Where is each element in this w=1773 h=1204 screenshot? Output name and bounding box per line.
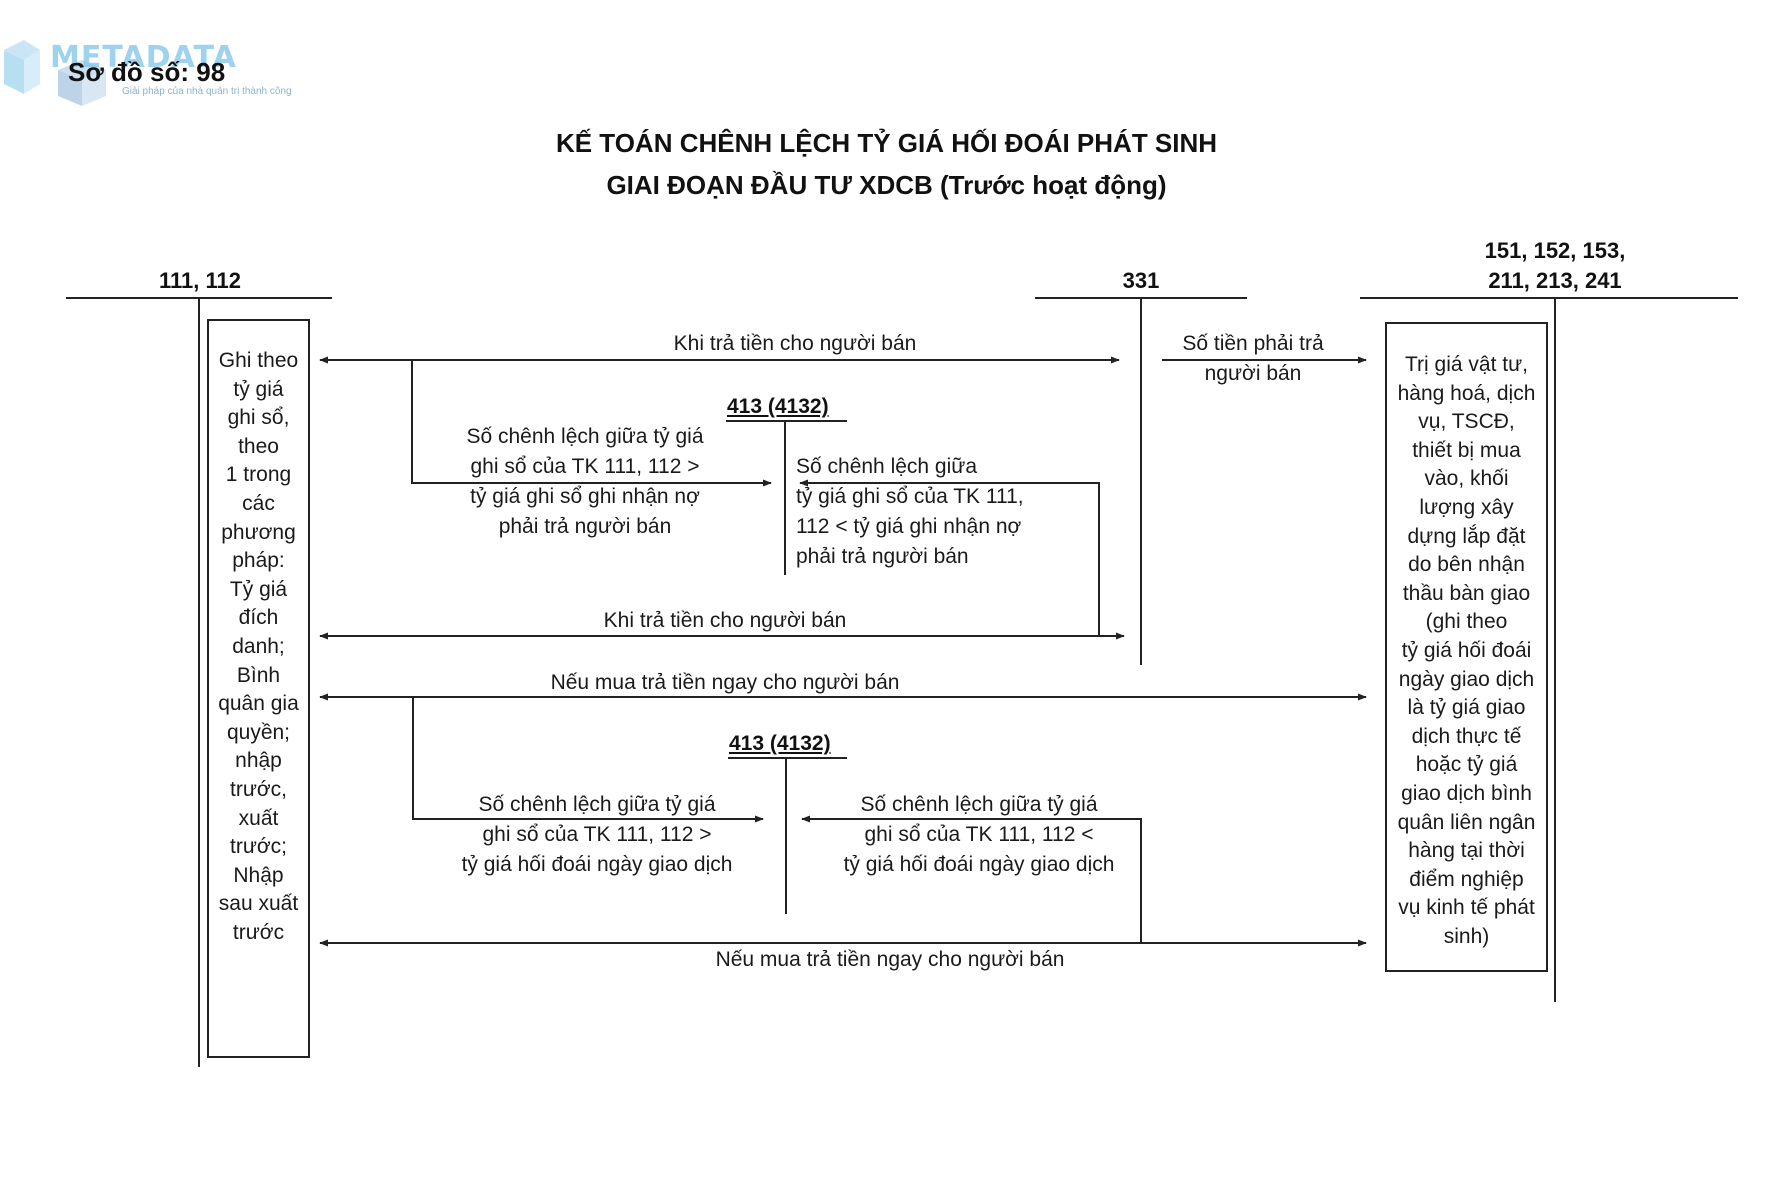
metadata-logo: METADATA Giải pháp của nhà quản trị thàn… [0, 36, 310, 108]
cash-rate-note-box [207, 319, 310, 1058]
account-t-bars [66, 297, 1738, 1067]
account-label-fx-diff-bottom: 413 (4132) [729, 732, 831, 755]
note-boxes [207, 319, 1548, 1058]
account-label-assets: 151, 152, 153, 211, 213, 241 [1484, 238, 1626, 293]
label-diff-book-lt-transaction: Số chênh lệch giữa tỷ giá ghi sổ của TK … [843, 793, 1115, 876]
flow-connectors [319, 356, 1367, 947]
diagram-title-line-2: GIAI ĐOẠN ĐẦU TƯ XDCB (Trước hoạt động) [606, 170, 1167, 200]
diagram-number: Sơ đồ số: 98 [68, 57, 226, 87]
account-label-cash: 111, 112 [159, 268, 241, 293]
label-buy-pay-now-1: Nếu mua trả tiền ngay cho người bán [550, 671, 900, 694]
diff-lt-payable-connector [799, 479, 1100, 636]
cash-rate-note: Ghi theo tỷ giá ghi sổ, theo 1 trong các… [218, 349, 299, 944]
diff-gt-transaction-connector [412, 697, 764, 823]
label-pay-seller-2: Khi trả tiền cho người bán [603, 609, 847, 632]
label-diff-book-gt-payable: Số chênh lệch giữa tỷ giá ghi sổ của TK … [466, 425, 704, 538]
label-diff-book-gt-transaction: Số chênh lệch giữa tỷ giá ghi sổ của TK … [461, 793, 733, 876]
diff-gt-payable-connector [411, 360, 772, 487]
diagram-title-line-1: KẾ TOÁN CHÊNH LỆCH TỶ GIÁ HỐI ĐOÁI PHÁT … [555, 128, 1218, 158]
logo-wordmark: METADATA [50, 40, 237, 75]
label-buy-pay-now-2: Nếu mua trả tiền ngay cho người bán [715, 948, 1065, 971]
cube-logo-icon [4, 40, 40, 94]
diff-lt-transaction-connector [801, 815, 1142, 943]
cube-logo-icon-secondary [58, 60, 106, 106]
account-label-fx-diff-top: 413 (4132) [727, 395, 829, 418]
label-diff-book-lt-payable: Số chênh lệch giữa tỷ giá ghi sổ của TK … [796, 455, 1024, 568]
label-amount-payable: Số tiền phải trả người bán [1182, 332, 1324, 385]
asset-value-note-box [1385, 322, 1548, 972]
account-label-payable: 331 [1122, 268, 1160, 293]
asset-value-note: Trị giá vật tư, hàng hoá, dịch vụ, TSCĐ,… [1397, 353, 1536, 948]
logo-tagline: Giải pháp của nhà quản trị thành công [122, 86, 292, 97]
label-pay-seller-1: Khi trả tiền cho người bán [673, 332, 917, 355]
